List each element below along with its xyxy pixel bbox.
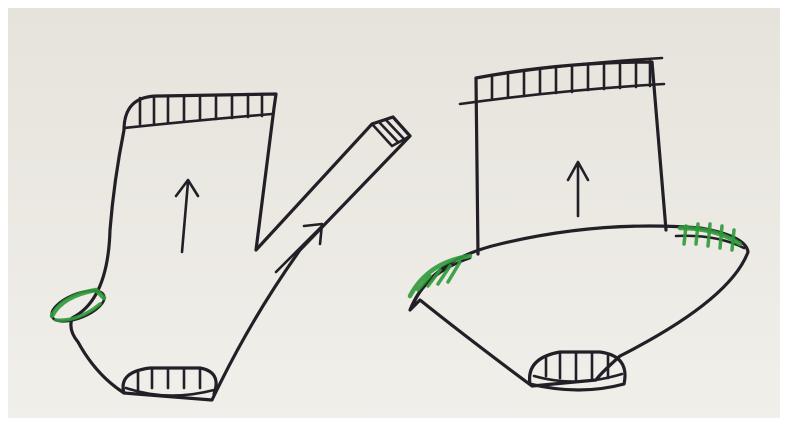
right-cuff-line	[458, 82, 666, 106]
right-heel-gusset-right	[674, 222, 746, 252]
left-sock-outline	[69, 92, 412, 402]
left-toe-ribbing	[377, 118, 406, 144]
right-sock-sketch	[407, 56, 750, 392]
left-bottom-cuff	[121, 366, 218, 397]
right-heel-gusset-left	[407, 253, 473, 310]
left-arrow-diagonal-icon	[274, 222, 324, 274]
paper-background	[8, 8, 780, 418]
left-cuff-ribbing	[138, 92, 264, 126]
right-arrow-up-icon	[566, 160, 590, 218]
left-arrow-up-icon	[174, 178, 200, 254]
right-bottom-cuff	[527, 350, 627, 392]
left-heel-gusset	[49, 287, 107, 323]
right-cuff-ribbing	[490, 59, 652, 100]
left-sock-sketch	[49, 92, 412, 402]
right-cuff-top	[474, 56, 664, 80]
